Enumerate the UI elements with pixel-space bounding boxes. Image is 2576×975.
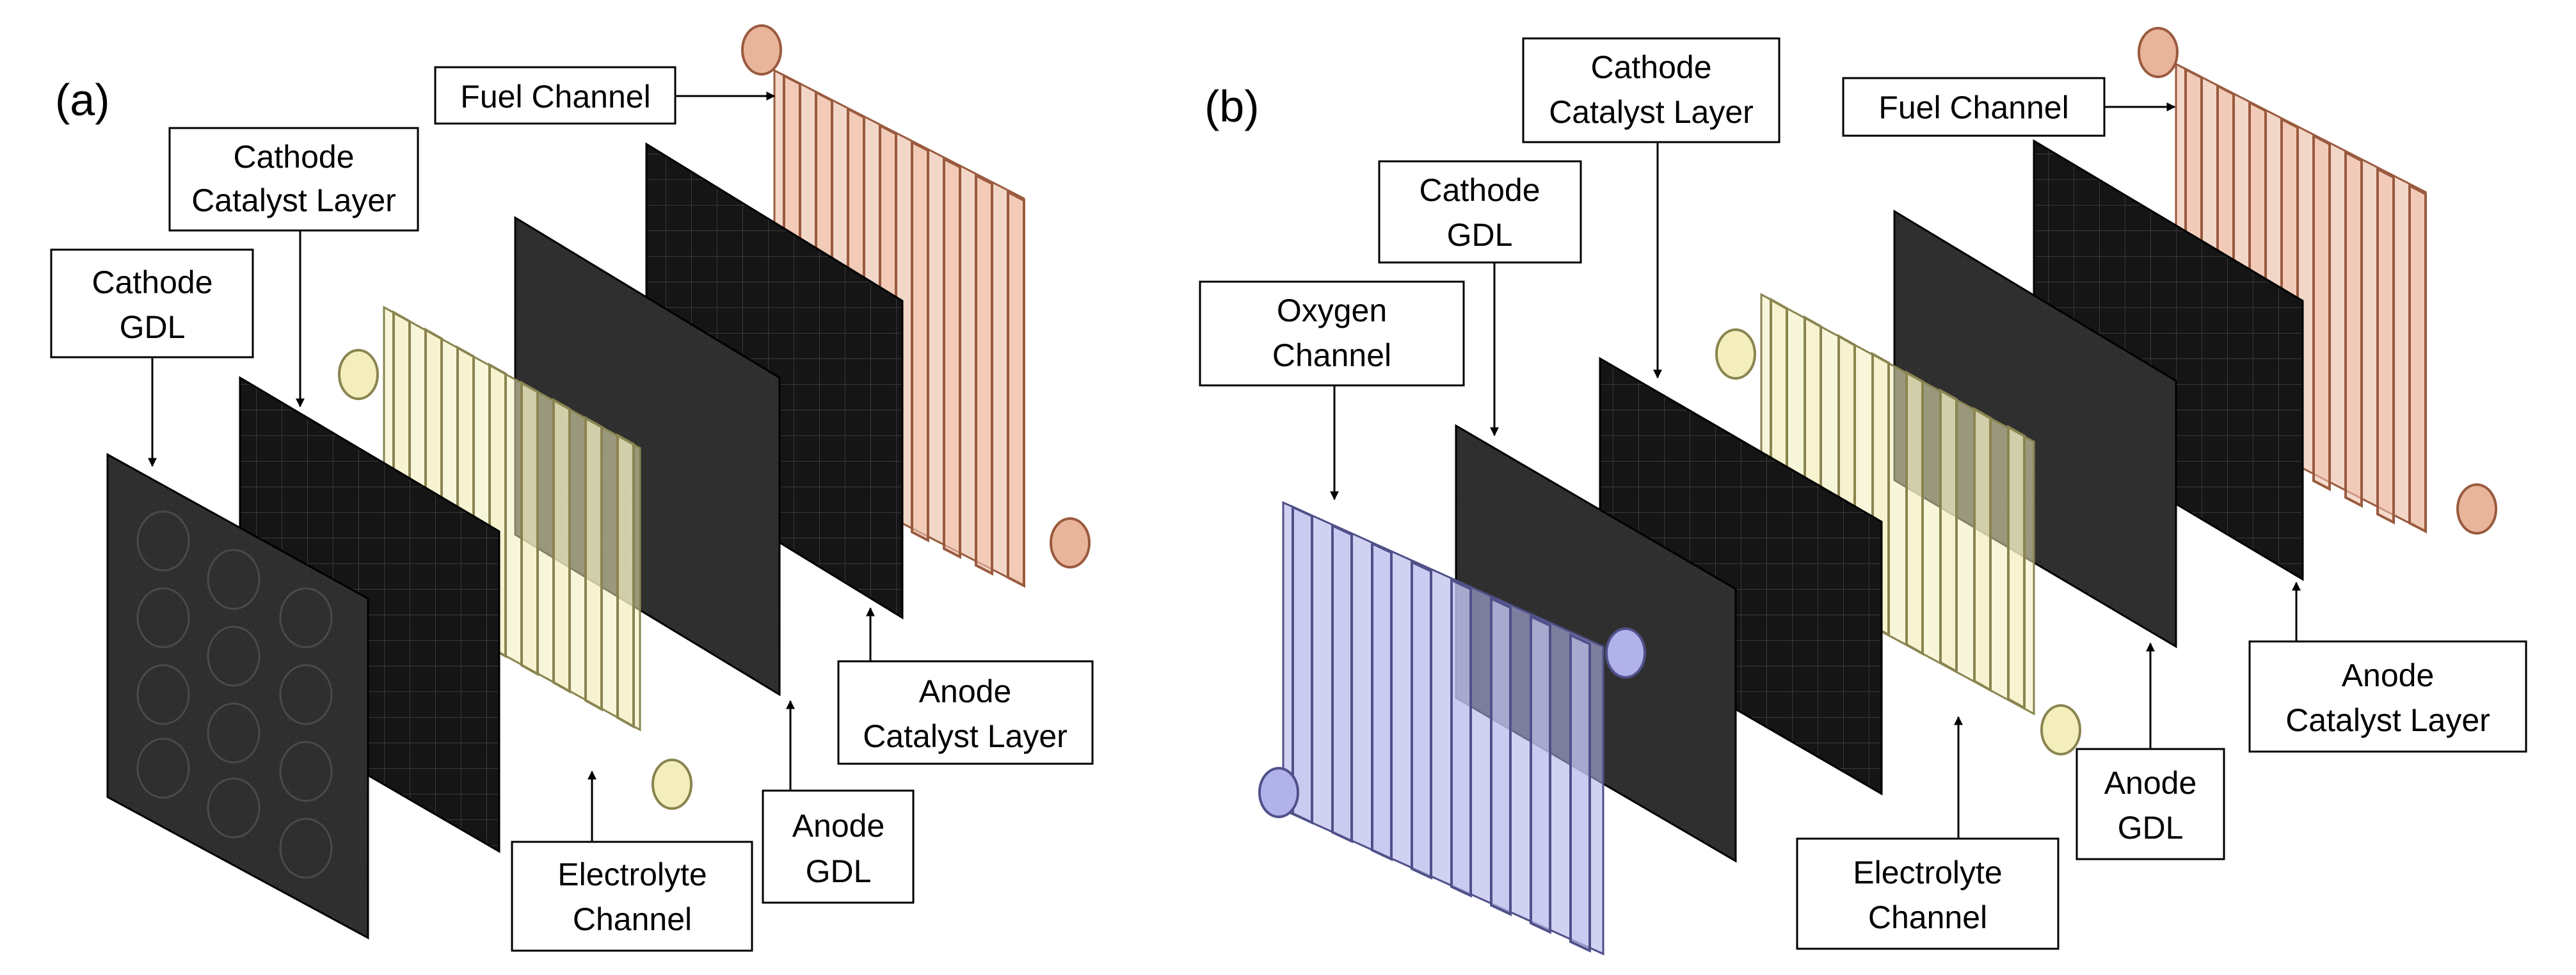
fuel-outlet-port: [2456, 483, 2497, 535]
panel-a-cathode-gdl: [106, 453, 369, 940]
callout-b-anode-gdl: Anode GDL: [2076, 642, 2225, 860]
fuel-inlet-port: [741, 24, 782, 76]
panel-b: (b): [1199, 27, 2527, 956]
callout-b-cathode-gdl-line1: Cathode: [1419, 172, 1540, 208]
callout-a-anode-gdl: Anode GDL: [762, 700, 915, 904]
callout-b-oxygen-channel-line1: Oxygen: [1277, 293, 1387, 328]
callout-a-anode-gdl-line2: GDL: [806, 853, 872, 889]
electrolyte-inlet-port: [1715, 328, 1756, 380]
callout-b-cathode-gdl: Cathode GDL: [1378, 160, 1582, 437]
electrolyte-outlet-port: [2040, 704, 2081, 755]
callout-b-electrolyte-channel-line2: Channel: [1868, 899, 1987, 935]
panel-b-label: (b): [1204, 81, 1260, 131]
fuel-outlet-port: [1050, 517, 1091, 568]
callout-b-electrolyte-channel: Electrolyte Channel: [1796, 716, 2060, 950]
callout-b-cathode-gdl-line2: GDL: [1447, 217, 1513, 253]
callout-b-anode-gdl-line2: GDL: [2118, 810, 2184, 846]
oxygen-channel-plate: [1282, 501, 1604, 956]
callout-a-fuel-channel: Fuel Channel: [434, 66, 776, 125]
callout-a-anode-gdl-line1: Anode: [792, 808, 885, 844]
callout-a-anode-catalyst-layer-line2: Catalyst Layer: [863, 718, 1068, 754]
callout-b-cathode-catalyst-layer: Cathode Catalyst Layer: [1522, 37, 1780, 379]
fuel-inlet-port: [2138, 27, 2179, 78]
callout-b-oxygen-channel-line2: Channel: [1272, 337, 1391, 373]
electrolyte-outlet-port: [652, 759, 692, 810]
callout-a-cathode-gdl-line2: GDL: [120, 309, 186, 345]
oxygen-inlet-port: [1605, 627, 1646, 679]
electrolyte-inlet-port: [338, 349, 379, 400]
callout-b-anode-catalyst-layer-line1: Anode: [2342, 657, 2435, 693]
callout-a-fuel-channel-text: Fuel Channel: [460, 79, 650, 115]
callout-a-electrolyte-channel-line2: Channel: [573, 901, 692, 937]
callout-a-cathode-gdl: Cathode GDL: [50, 248, 254, 467]
callout-a-anode-catalyst-layer-line1: Anode: [919, 673, 1012, 709]
callout-b-oxygen-channel: Oxygen Channel: [1199, 280, 1465, 501]
callout-a-cathode-gdl-line1: Cathode: [92, 264, 212, 300]
callout-b-anode-catalyst-layer: Anode Catalyst Layer: [2248, 581, 2527, 753]
panel-a: (a): [50, 24, 1094, 952]
callout-a-electrolyte-channel-line1: Electrolyte: [557, 857, 707, 892]
callout-b-electrolyte-channel-line1: Electrolyte: [1853, 855, 2002, 890]
callout-a-cathode-catalyst-layer-line1: Cathode: [233, 139, 354, 175]
callout-b-cathode-catalyst-layer-line2: Catalyst Layer: [1549, 94, 1754, 130]
callout-b-fuel-channel-text: Fuel Channel: [1878, 90, 2068, 125]
callout-a-anode-catalyst-layer: Anode Catalyst Layer: [837, 607, 1094, 765]
oxygen-outlet-port: [1258, 767, 1299, 818]
callout-a-electrolyte-channel: Electrolyte Channel: [511, 770, 753, 952]
callout-b-anode-gdl-line1: Anode: [2104, 765, 2197, 801]
callout-b-fuel-channel: Fuel Channel: [1842, 77, 2176, 137]
callout-b-cathode-catalyst-layer-line1: Cathode: [1590, 49, 1711, 85]
callout-a-cathode-catalyst-layer-line2: Catalyst Layer: [191, 182, 396, 218]
panel-b-oxygen-channel: [1258, 501, 1646, 956]
panel-a-label: (a): [55, 75, 110, 125]
callout-a-cathode-catalyst-layer: Cathode Catalyst Layer: [168, 127, 419, 408]
callout-b-anode-catalyst-layer-line2: Catalyst Layer: [2285, 702, 2490, 738]
